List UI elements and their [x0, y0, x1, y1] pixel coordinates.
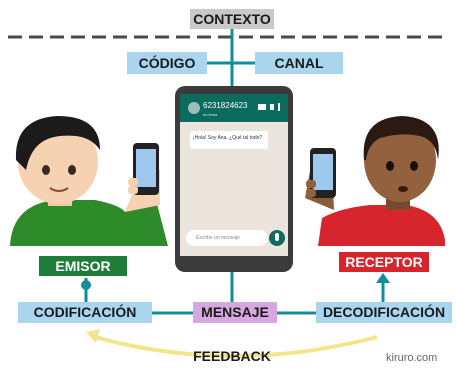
sender-person	[10, 116, 168, 246]
phone-contact-number: 6231824623	[203, 101, 248, 110]
phone-input-placeholder: Escribe un mensaje	[196, 235, 240, 241]
decoding-arrowhead	[376, 273, 390, 283]
context-label: CONTEXTO	[190, 9, 274, 29]
code-label: CÓDIGO	[127, 52, 207, 74]
receiver-person	[305, 116, 445, 246]
decoding-label: DECODIFICACIÓN	[316, 302, 452, 323]
feedback-label: FEEDBACK	[193, 348, 271, 364]
center-phone	[175, 86, 293, 272]
message-label: MENSAJE	[193, 302, 277, 323]
channel-label: CANAL	[255, 52, 343, 74]
feedback-arrow	[94, 335, 378, 358]
watermark: kiruro.com	[386, 352, 438, 364]
phone-chat-message: ¡Hola! Soy Ana. ¿Qué tal todo?	[193, 135, 263, 141]
receiver-label: RECEPTOR	[339, 252, 429, 272]
feedback-arrowhead	[86, 329, 100, 343]
sender-label: EMISOR	[39, 256, 127, 276]
encoding-label: CODIFICACIÓN	[18, 302, 152, 323]
sender-dot	[81, 280, 91, 290]
phone-contact-status: en línea	[203, 112, 218, 117]
